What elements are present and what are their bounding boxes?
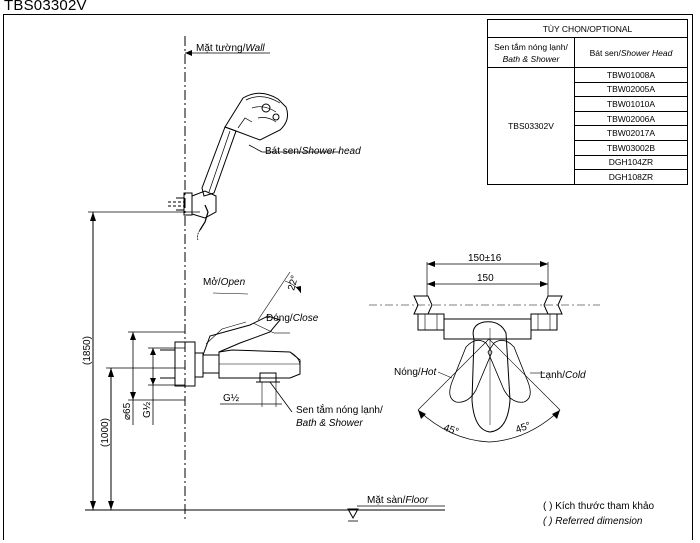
option-item: DGH108ZR bbox=[574, 169, 688, 185]
diameter-label: ⌀65 bbox=[122, 402, 133, 420]
options-table: TÙY CHỌN/OPTIONAL Sen tắm nóng lạnh/Bath… bbox=[487, 19, 688, 185]
mixer-front-view-drawing bbox=[369, 261, 600, 443]
angle-left-label: 45° bbox=[442, 422, 460, 438]
cold-label: Lạnh/Cold bbox=[540, 370, 586, 381]
product-model-title: TBS03302V bbox=[4, 0, 87, 14]
option-item: TBW03002B bbox=[574, 139, 688, 156]
drawing-frame bbox=[3, 14, 693, 540]
option-item: DGH104ZR bbox=[574, 154, 688, 171]
thread-label-side: G½ bbox=[142, 401, 153, 418]
thread-label-bottom: G½ bbox=[223, 393, 240, 404]
options-model-cell: TBS03302V bbox=[487, 67, 575, 185]
width-tolerance-label: 150±16 bbox=[468, 253, 502, 264]
options-col-shower-head: Bát sen/Shower Head bbox=[574, 37, 688, 68]
wall-label: Mặt tường/Wall bbox=[196, 43, 265, 54]
bath-shower-label-vi: Sen tắm nóng lạnh/ bbox=[296, 403, 383, 416]
shower-head-label: Bát sen/Shower head bbox=[265, 146, 361, 157]
width-label: 150 bbox=[477, 273, 494, 284]
lever-angle-label: 22° bbox=[286, 274, 301, 291]
option-item: TBW01010A bbox=[574, 96, 688, 112]
height-mount-label: (1000) bbox=[100, 418, 111, 447]
close-label: Đóng/Close bbox=[266, 313, 319, 324]
floor-label: Mặt sàn/Floor bbox=[367, 495, 429, 506]
shower-head-drawing bbox=[201, 92, 340, 197]
height-total-label: (1850) bbox=[82, 336, 93, 365]
option-item: TBW01008A bbox=[574, 67, 688, 83]
hot-label: Nóng/Hot bbox=[394, 367, 437, 378]
mixer-side-view-drawing bbox=[160, 315, 301, 413]
option-item: TBW02017A bbox=[574, 125, 688, 141]
option-item: TBW02005A bbox=[574, 81, 688, 98]
lever-angle-annotation bbox=[212, 271, 302, 334]
open-label: Mở/Open bbox=[203, 276, 246, 288]
shower-bracket-drawing bbox=[168, 190, 217, 241]
bath-shower-label-en: Bath & Shower bbox=[296, 418, 363, 429]
angle-right-label: 45° bbox=[514, 420, 532, 436]
legend-line-2: ( ) Referred dimension bbox=[543, 516, 643, 527]
option-item: TBW02006A bbox=[574, 110, 688, 127]
legend-line-1: ( ) Kích thước tham khảo bbox=[543, 501, 655, 512]
options-col-bath-shower: Sen tắm nóng lạnh/Bath & Shower bbox=[487, 37, 575, 68]
options-table-header: TÙY CHỌN/OPTIONAL bbox=[487, 19, 688, 38]
